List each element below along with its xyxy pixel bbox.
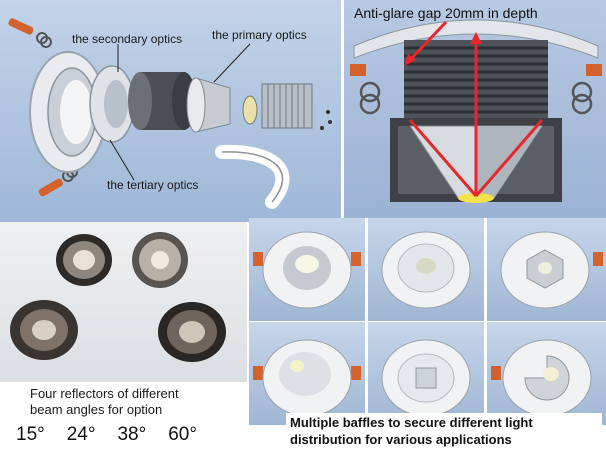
label-secondary-optics: the secondary optics xyxy=(72,32,183,46)
baffle-tile-cone-offset xyxy=(249,322,365,425)
glare-arrows xyxy=(404,20,544,197)
beam-angle-row: 15° 24° 38° 60° xyxy=(16,424,197,446)
label-tertiary-optics: the tertiary optics xyxy=(107,178,199,192)
reflectors-photo xyxy=(0,222,247,382)
secondary-optics-ring xyxy=(89,65,135,143)
baffles-caption-box xyxy=(286,413,602,450)
reflector-1 xyxy=(56,234,112,286)
baffle-tile-hex xyxy=(487,218,606,321)
cross-section-panel: Anti-glare gap 20mm in depth xyxy=(342,0,606,218)
reflector-3 xyxy=(10,300,78,360)
baffle-tile-cone xyxy=(249,218,365,321)
label-primary-optics: the primary optics xyxy=(212,28,307,42)
beam-angle-60: 60° xyxy=(168,424,197,445)
heat-sink xyxy=(261,83,332,130)
baffles-caption-line2: distribution for various applications xyxy=(290,432,512,447)
reflectors-caption-line2: beam angles for option xyxy=(30,402,163,417)
beam-angle-15: 15° xyxy=(16,424,45,445)
baffles-caption-line1: Multiple baffles to secure different lig… xyxy=(290,415,533,430)
baffle-tile-wedge xyxy=(487,322,606,425)
curved-arrow xyxy=(215,144,290,209)
reflector-4 xyxy=(158,302,226,362)
spring-left xyxy=(350,64,381,115)
housing-cylinder xyxy=(128,72,196,130)
reflectors-illustration xyxy=(10,232,226,362)
baffle-tile-square xyxy=(368,322,484,425)
caption-anti-glare: Anti-glare gap 20mm in depth xyxy=(354,5,538,21)
exploded-view-panel: the secondary optics the primary optics … xyxy=(0,0,341,222)
exploded-view-illustration xyxy=(8,18,332,209)
beam-angle-24: 24° xyxy=(66,424,96,445)
reflectors-caption-line1: Four reflectors of different xyxy=(30,386,179,401)
spring-right xyxy=(571,64,602,115)
reflector-2 xyxy=(132,232,188,288)
primary-optics-reflector xyxy=(186,77,231,133)
led-board xyxy=(242,95,258,125)
beam-angle-38: 38° xyxy=(117,424,147,445)
baffle-tile-round xyxy=(368,218,484,321)
cross-section-illustration xyxy=(350,19,602,203)
led-glow xyxy=(458,193,494,203)
spring-clip-top xyxy=(8,18,52,48)
